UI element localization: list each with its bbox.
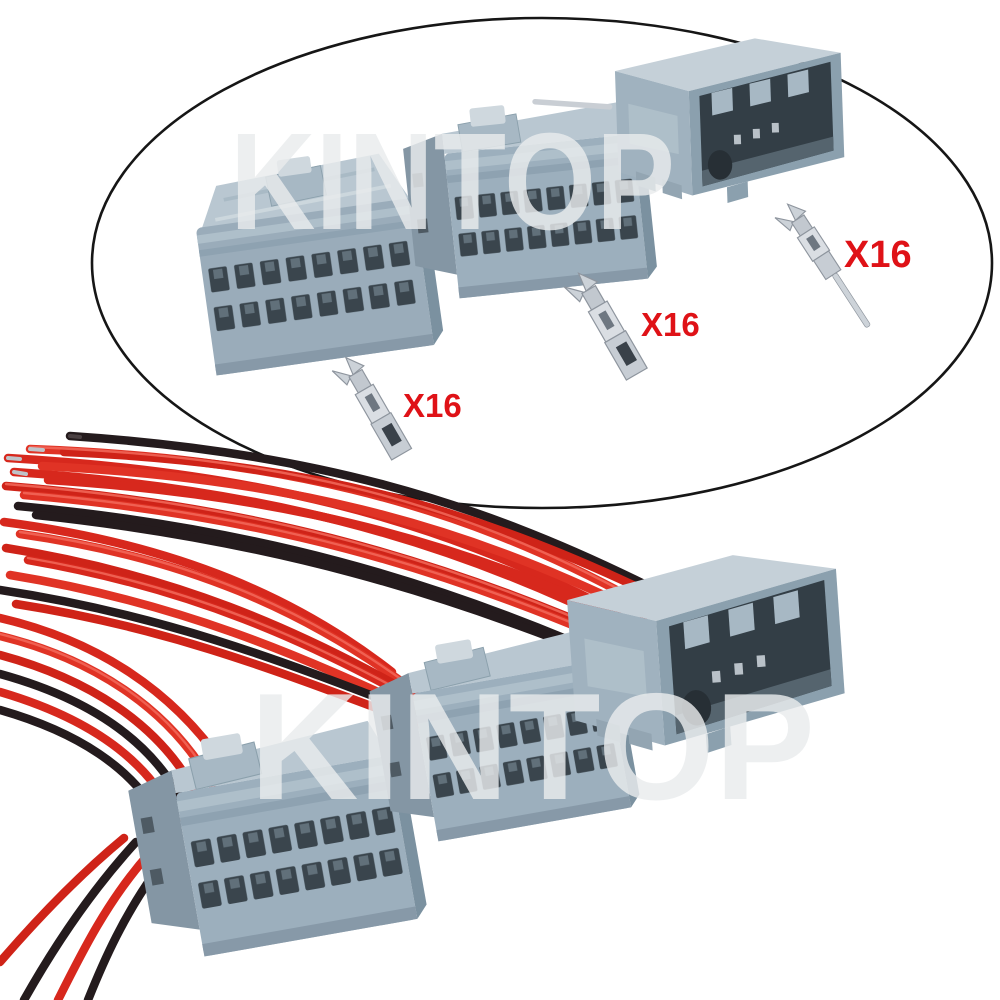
wire-bundle-middle [0,517,443,733]
wire-bundle-upper [1,431,665,673]
label-x16-middle: X16 [641,306,700,343]
label-x16-left: X16 [403,387,462,424]
watermark-bottom: KINTOP [250,662,815,832]
oval-connector-female-middle [399,90,659,304]
label-x16-right: X16 [844,234,912,276]
watermark-top: KINTOP [230,105,675,259]
